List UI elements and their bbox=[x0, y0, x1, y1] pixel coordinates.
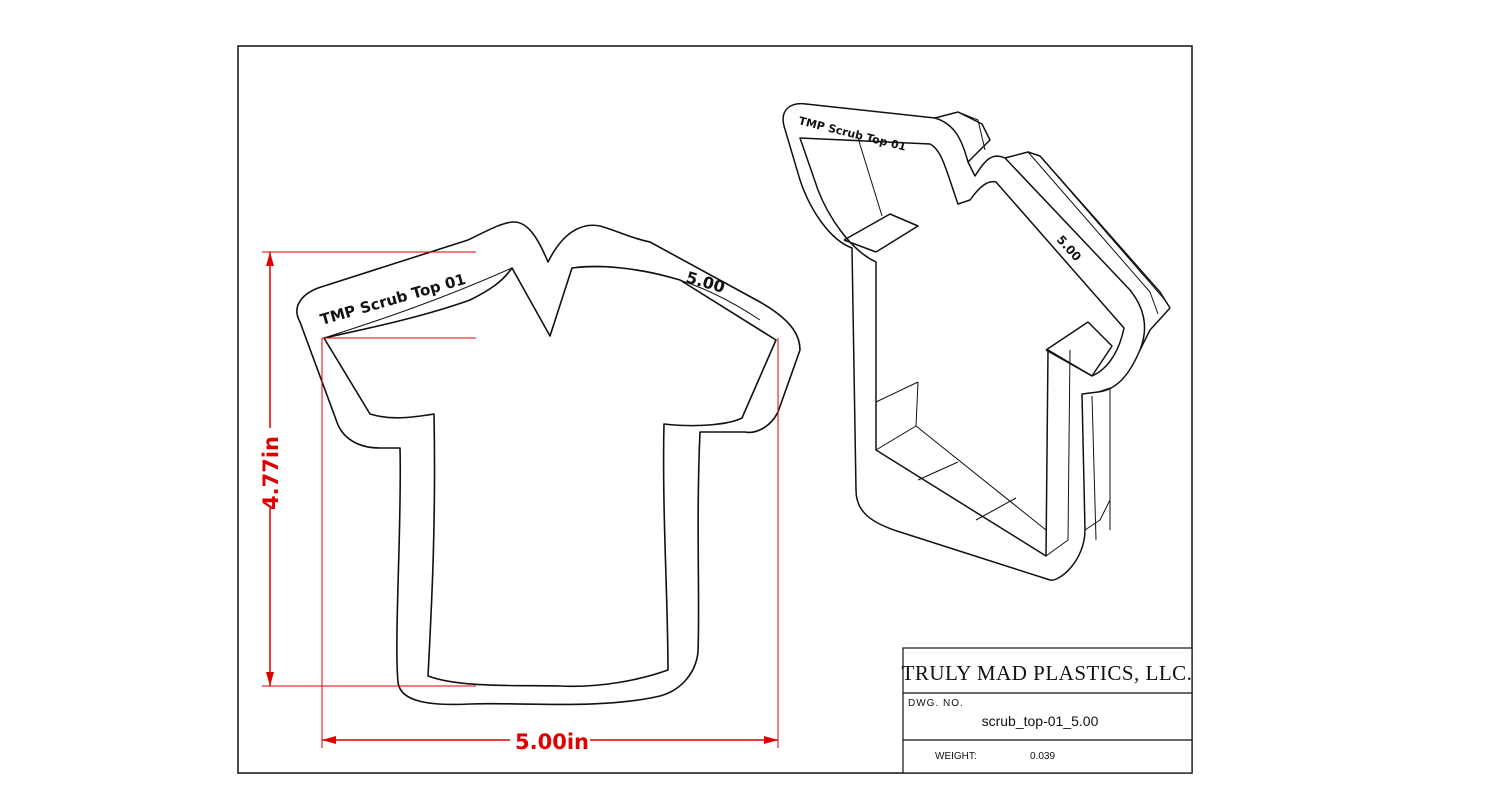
iso-inner-front bbox=[799, 137, 1125, 557]
dimension-width: 5.00in bbox=[515, 730, 589, 754]
company-name: TRULY MAD PLASTICS, LLC. bbox=[902, 661, 1193, 685]
outer-outline bbox=[296, 221, 801, 706]
dimension-arrows bbox=[266, 252, 778, 744]
sheet-border bbox=[237, 45, 1193, 774]
isometric-view bbox=[782, 102, 1171, 581]
inner-outline bbox=[323, 265, 777, 688]
engraving-name-iso: TMP Scrub Top 01 bbox=[797, 114, 907, 153]
title-block bbox=[902, 647, 1193, 774]
dimension-height: 4.77in bbox=[259, 436, 283, 510]
dwg-no-value: scrub_top-01_5.00 bbox=[982, 713, 1099, 729]
weight-value: 0.039 bbox=[1030, 751, 1055, 762]
engraving-name-front: TMP Scrub Top 01 bbox=[318, 270, 468, 329]
iso-outer-front bbox=[782, 102, 1146, 581]
dwg-no-label: DWG. NO. bbox=[908, 698, 964, 709]
front-view bbox=[296, 221, 801, 706]
weight-label: WEIGHT: bbox=[935, 751, 977, 762]
engraving-size-front: 5.00 bbox=[684, 268, 727, 297]
dimension-lines bbox=[262, 251, 779, 748]
